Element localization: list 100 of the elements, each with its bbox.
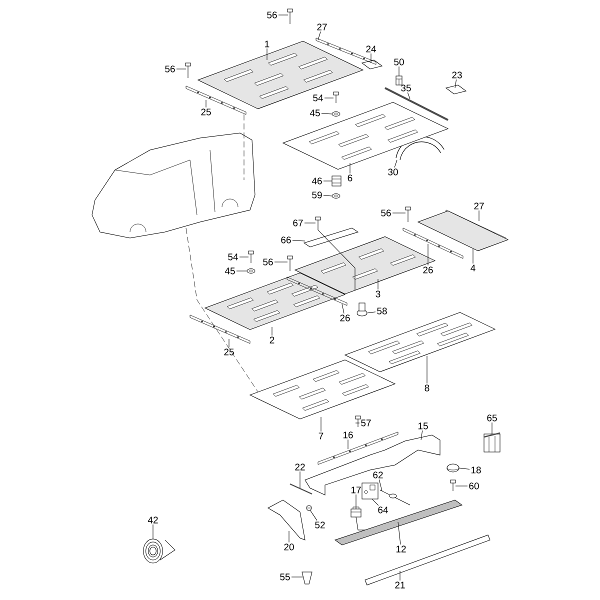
leader-line <box>239 256 249 258</box>
floor-panel <box>198 40 364 110</box>
screw <box>287 256 293 272</box>
callout-number: 56 <box>267 12 277 18</box>
mounting-strip <box>190 314 250 344</box>
screw <box>333 92 339 104</box>
callout-number: 18 <box>471 466 481 474</box>
pin <box>380 490 410 506</box>
callout-number: 64 <box>378 506 388 514</box>
leader-line <box>288 530 290 543</box>
callout-number: 59 <box>312 192 322 198</box>
leader-line <box>454 79 457 88</box>
leader-line <box>472 248 474 264</box>
mounting-strip <box>402 228 464 259</box>
callout-number: 67 <box>293 220 303 226</box>
leader-line <box>394 160 398 168</box>
callout-number: 17 <box>351 486 361 494</box>
callout-number: 8 <box>424 384 430 392</box>
callout-number: 42 <box>148 516 158 524</box>
bump-stop <box>332 176 342 186</box>
leader-line <box>321 113 332 114</box>
mounting-strip <box>316 38 376 65</box>
callout-number: 52 <box>315 522 325 528</box>
callout-number: 4 <box>470 264 476 272</box>
leader-line <box>323 180 332 182</box>
leader-line <box>478 210 480 222</box>
reference-line <box>356 516 366 530</box>
callout-number: 15 <box>418 422 428 430</box>
callout-number: 56 <box>263 258 273 266</box>
callout-number: 26 <box>423 266 433 274</box>
leader-line <box>426 356 428 384</box>
callout-number: 21 <box>395 582 405 588</box>
bracket <box>362 482 378 500</box>
callout-number: 25 <box>201 108 211 116</box>
leader-line <box>320 416 322 432</box>
leader-line <box>152 524 154 540</box>
leader-line <box>420 430 423 440</box>
leader-line <box>355 422 360 424</box>
callout-number: 20 <box>284 544 294 550</box>
mounting-strip <box>318 432 398 465</box>
holder-plate <box>304 228 358 248</box>
callout-number: 2 <box>270 336 274 344</box>
callout-number: 3 <box>376 290 380 298</box>
callout-number: 50 <box>394 58 404 66</box>
leader-line <box>236 270 248 272</box>
step-plate <box>334 500 462 546</box>
washer <box>246 268 256 274</box>
leader-line <box>266 48 268 60</box>
callout-number: 66 <box>281 236 291 244</box>
washer <box>332 194 340 198</box>
grommet <box>350 506 362 518</box>
callout-number: 62 <box>373 472 383 478</box>
callout-number: 54 <box>228 254 238 260</box>
leader-line <box>370 53 372 64</box>
callout-number: 12 <box>396 546 406 552</box>
callout-number: 55 <box>280 574 290 580</box>
callout-number: 56 <box>165 66 175 72</box>
leader-line <box>366 312 376 314</box>
mounting-strip <box>186 86 246 115</box>
screw <box>185 62 191 78</box>
leader-line <box>407 92 410 100</box>
clip <box>396 76 402 86</box>
cap <box>446 464 460 472</box>
leader-line <box>310 510 318 521</box>
leader-line <box>398 66 400 76</box>
callout-number: 54 <box>313 94 323 102</box>
screw <box>248 250 254 264</box>
reference-line <box>318 230 356 290</box>
callout-number: 30 <box>388 168 398 176</box>
leader-line <box>318 31 321 40</box>
cover-plate <box>362 60 382 70</box>
leader-line <box>304 222 316 224</box>
callout-number: 7 <box>318 432 324 440</box>
screw <box>405 206 411 222</box>
callout-number: 23 <box>452 72 462 78</box>
nut <box>356 302 368 316</box>
callout-number: 16 <box>343 432 353 438</box>
screw <box>355 416 361 428</box>
washer <box>332 112 340 116</box>
leader-line <box>228 338 230 348</box>
floor-panel <box>250 360 396 420</box>
leader-line <box>323 195 332 196</box>
leader-line <box>398 522 401 545</box>
leader-line <box>458 468 470 470</box>
callout-number: 6 <box>348 174 352 182</box>
reference-line <box>186 228 258 392</box>
callout-number: 27 <box>317 24 327 30</box>
callout-number: 60 <box>469 482 479 490</box>
leader-line <box>342 304 344 314</box>
callout-number: 27 <box>474 202 484 210</box>
callout-number: 35 <box>401 84 411 92</box>
callout-number: 65 <box>487 414 497 422</box>
callout-number: 45 <box>224 268 235 274</box>
clip <box>302 572 312 584</box>
callout-number: 1 <box>265 40 270 48</box>
bracket <box>268 500 306 540</box>
leader-line <box>292 240 306 242</box>
callout-number: 46 <box>312 178 322 184</box>
leader-line <box>278 14 288 16</box>
callout-number: 26 <box>340 314 350 322</box>
